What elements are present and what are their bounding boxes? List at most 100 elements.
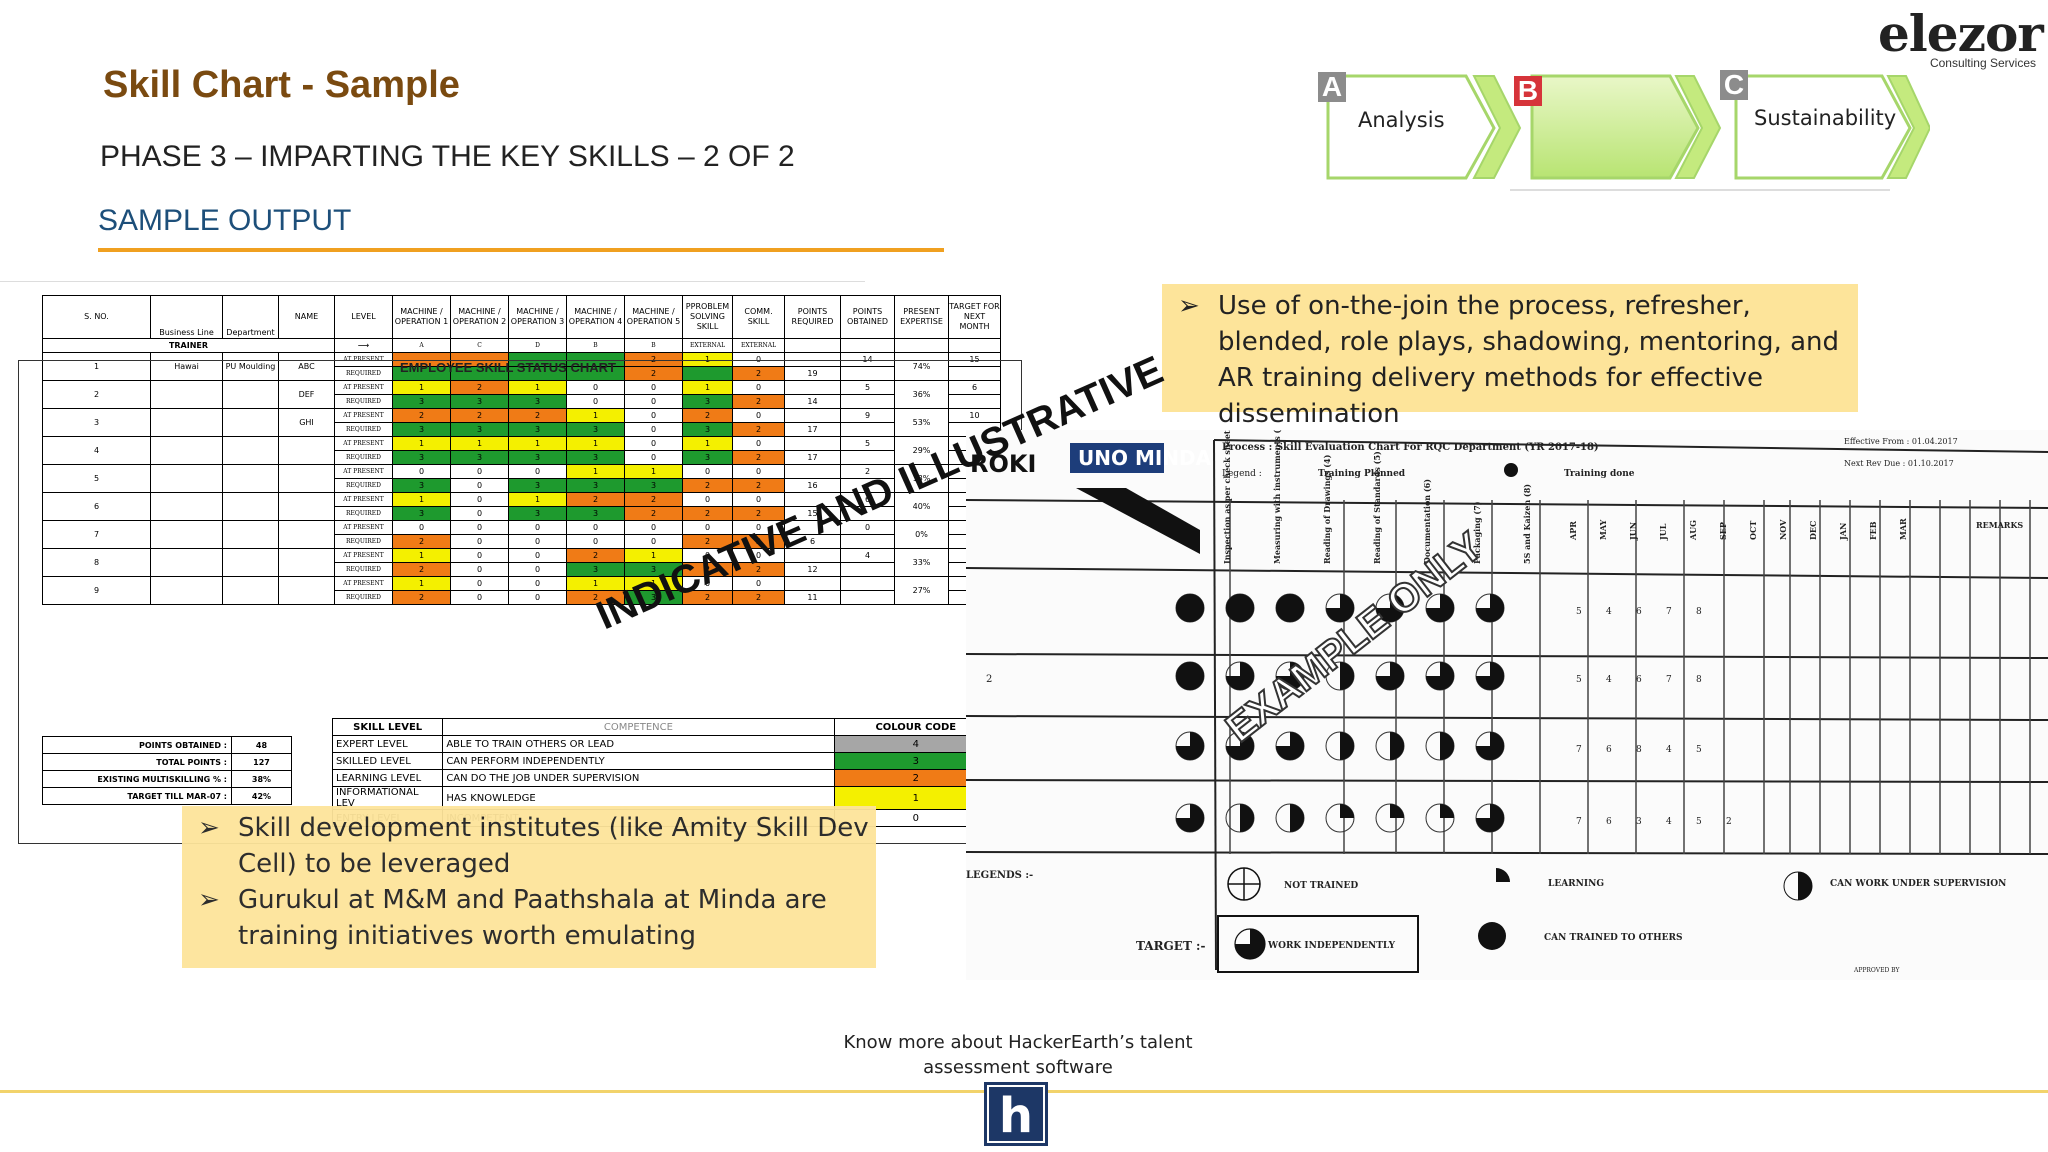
skill-cell: 0	[450, 548, 509, 563]
scan-legends-label: LEGENDS :-	[966, 870, 1033, 881]
scan-effective-from: Effective From : 01.04.2017	[1844, 437, 1958, 446]
cell-bl	[150, 576, 223, 605]
target-next-month: 6	[948, 380, 1001, 395]
level-label: AT PRESENT	[334, 548, 393, 563]
scan-month-label: JUL	[1658, 523, 1668, 541]
skill-cell: 3	[508, 450, 567, 465]
scan-row-label: 2	[986, 674, 992, 685]
skill-cell: 3	[682, 394, 733, 409]
skill-cell: 1	[682, 380, 733, 395]
level-comp: ABLE TO TRAIN OTHERS OR LEAD	[442, 735, 835, 753]
cell-sno: 8	[42, 548, 151, 577]
skill-cell: 1	[508, 492, 567, 507]
skill-cell: 0	[508, 520, 567, 535]
skill-cell: 2	[566, 492, 625, 507]
skill-symbol-fill	[1476, 804, 1504, 832]
scan-skill-headers: Inspection as per check sheet (2) Measuri…	[1222, 430, 1532, 564]
skill-symbol-fill	[1340, 804, 1354, 818]
present-expertise: 33%	[894, 548, 949, 577]
points-value: 38%	[231, 770, 292, 788]
footer-text[interactable]: Know more about HackerEarth’s talent ass…	[843, 1032, 1193, 1078]
cell-dept	[222, 492, 279, 521]
level-label: REQUIRED	[334, 506, 393, 521]
level-label: REQUIRED	[334, 450, 393, 465]
points-required-empty	[784, 380, 841, 395]
points-obtained	[840, 576, 895, 591]
scan-legend-label: Legend :	[1222, 469, 1262, 479]
skill-level-legend-table: SKILL LEVEL COMPETENCE COLOUR CODE EXPER…	[331, 718, 999, 827]
level-level: EXPERT LEVEL	[331, 735, 444, 753]
skill-cell: 0	[732, 408, 785, 423]
points-required-empty	[784, 436, 841, 451]
logo-subtitle: Consulting Services	[1929, 56, 2036, 70]
skill-cell: 2	[732, 590, 785, 605]
cell-dept: PU Moulding	[222, 352, 279, 381]
scan-brand1: UNO MINDA	[1078, 446, 1212, 470]
points-row: POINTS OBTAINED :48	[42, 736, 292, 754]
level-comp: CAN PERFORM INDEPENDENTLY	[442, 752, 835, 770]
skill-cell: 2	[624, 506, 683, 521]
level-label: AT PRESENT	[334, 380, 393, 395]
scan-skill-label: Measuring with instruments (3)	[1272, 430, 1282, 564]
cell-name	[278, 520, 335, 549]
page-title: Skill Chart - Sample	[103, 64, 460, 106]
scan-row-line	[966, 653, 2048, 659]
skill-cell: 1	[450, 436, 509, 451]
present-expertise: 36%	[894, 380, 949, 409]
scan-skill-label: Inspection as per check sheet (2)	[1222, 430, 1232, 564]
cell-dept	[222, 380, 279, 409]
scan-month-value: 5	[1576, 675, 1582, 685]
skill-cell: 0	[450, 506, 509, 521]
cell-dept	[222, 576, 279, 605]
level-label: REQUIRED	[334, 534, 393, 549]
col-header: MACHINE / OPERATION 1	[392, 295, 451, 339]
skill-symbol-fill	[1176, 804, 1204, 832]
legend-can-train: CAN TRAINED TO OTHERS	[1544, 933, 1682, 943]
trainer-empty	[784, 338, 841, 353]
skill-cell: 3	[624, 590, 683, 605]
points-required: 17	[784, 422, 841, 437]
skill-cell: 0	[508, 576, 567, 591]
skill-symbol-fill	[1326, 594, 1354, 622]
trainer-code: B	[624, 338, 683, 353]
skill-cell: 1	[566, 408, 625, 423]
skill-cell: 1	[624, 464, 683, 479]
scan-remarks: REMARKS	[1976, 520, 2023, 530]
present-expertise: 13%	[894, 464, 949, 493]
step-b-badge: B	[1514, 76, 1542, 106]
skill-cell: 1	[624, 576, 683, 591]
scan-row-line	[966, 851, 2048, 855]
skill-cell	[566, 366, 625, 381]
learning-icon	[1496, 868, 1510, 882]
level-label: AT PRESENT	[334, 492, 393, 507]
skill-symbol-fill	[1276, 594, 1304, 622]
skill-cell: 0	[682, 464, 733, 479]
points-value: 127	[231, 753, 292, 771]
scan-month-label: MAR	[1898, 518, 1908, 540]
scan-month-value: 8	[1696, 607, 1702, 617]
scan-shadow	[1076, 488, 1200, 554]
cell-bl: Hawai	[150, 352, 223, 381]
scan-skill-label: Reading of Drawings (4)	[1322, 454, 1332, 564]
hackerearth-logo-icon[interactable]: h	[984, 1082, 1048, 1146]
cell-sno: 1	[42, 352, 151, 381]
skill-cell: 0	[566, 394, 625, 409]
skill-cell: 1	[508, 436, 567, 451]
skill-cell	[450, 366, 509, 381]
scan-month-label: JUN	[1628, 522, 1638, 541]
skill-cell: 0	[682, 520, 733, 535]
cell-name	[278, 492, 335, 521]
chevron-b-icon	[1530, 74, 1700, 180]
skill-symbol-fill	[1390, 732, 1404, 760]
points-required: 12	[784, 562, 841, 577]
skill-cell: 1	[392, 380, 451, 395]
skill-cell: 2	[624, 352, 683, 367]
